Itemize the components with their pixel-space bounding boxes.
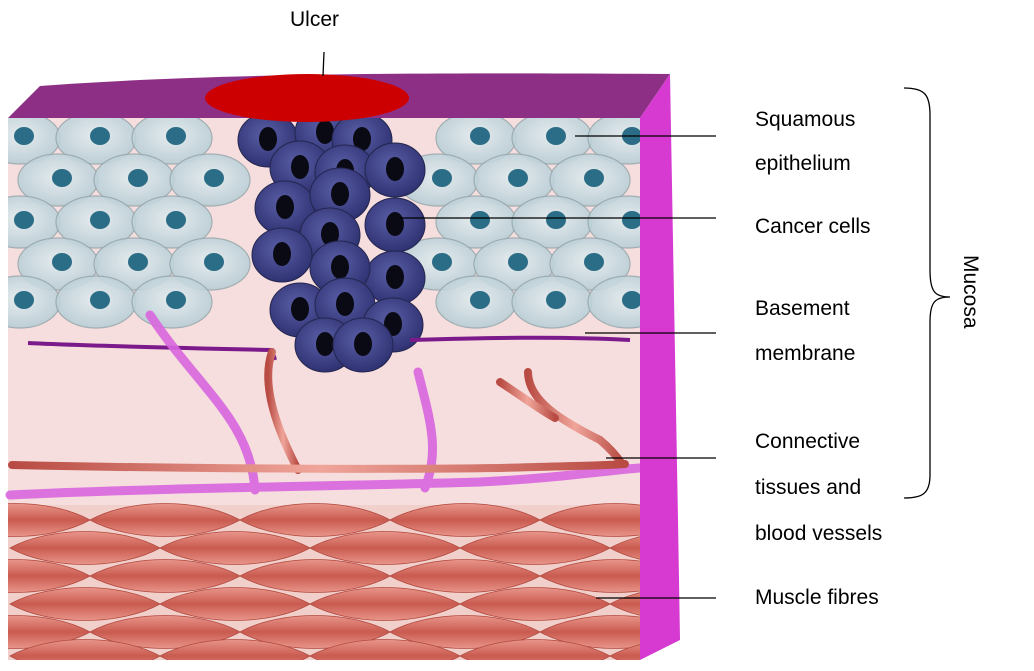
cancer-cell — [365, 143, 425, 197]
cancer-cell — [333, 318, 393, 372]
ulcer — [205, 74, 409, 122]
epithelial-cell — [132, 276, 212, 328]
epithelial-cell — [436, 276, 516, 328]
epithelial-cell — [512, 276, 592, 328]
label-cancer-cells: Cancer cells — [755, 215, 871, 239]
label-connective-line2: tissues and — [755, 476, 861, 500]
label-mucosa: Mucosa — [958, 255, 982, 329]
muscle-layer — [0, 504, 840, 667]
epithelial-cell — [56, 276, 136, 328]
label-connective-line3: blood vessels — [755, 522, 882, 546]
label-squamous-line2: epithelium — [755, 152, 851, 176]
label-muscle-fibres: Muscle fibres — [755, 586, 879, 610]
muscle-fibre — [690, 616, 840, 649]
label-basement-line2: membrane — [755, 342, 855, 366]
label-basement-line1: Basement — [755, 297, 850, 321]
label-connective-line1: Connective — [755, 430, 860, 454]
label-ulcer: Ulcer — [290, 8, 339, 32]
label-squamous-line1: Squamous — [755, 108, 855, 132]
mucosa-right-surface — [640, 74, 680, 660]
mucosa-brace — [904, 88, 950, 498]
cancer-cell — [365, 198, 425, 252]
cancer-cell — [252, 228, 312, 282]
